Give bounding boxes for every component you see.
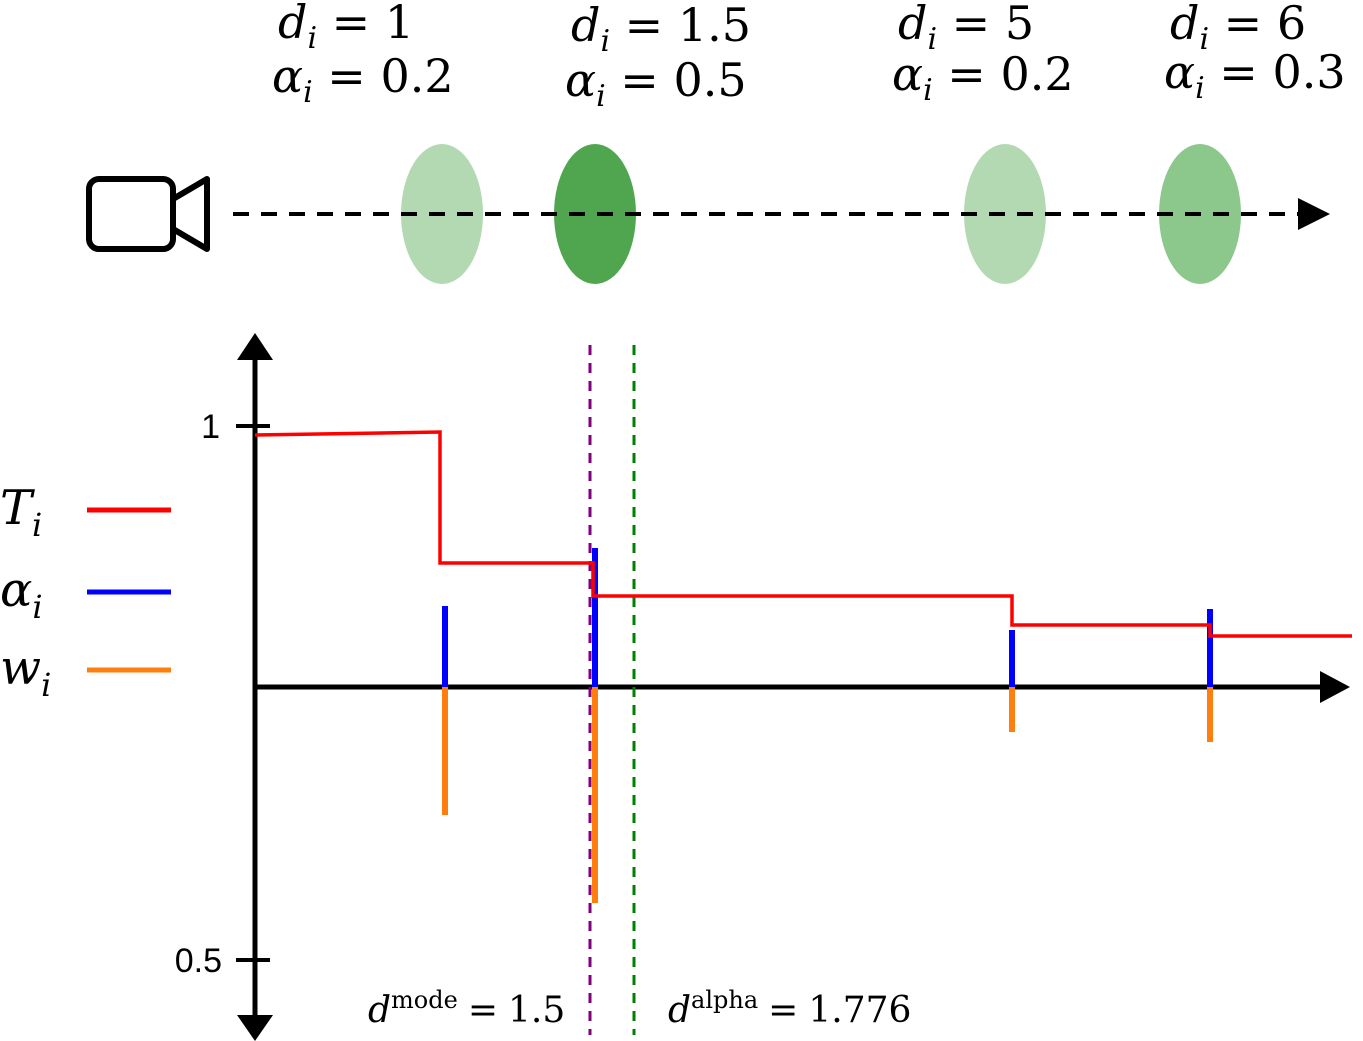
svg-text:dalpha=1.776: dalpha=1.776 [668, 986, 911, 1031]
x-axis-arrow-icon [1320, 671, 1350, 703]
weight-bars [442, 687, 1213, 903]
y-tick-label-1: 1 [201, 408, 220, 446]
y-axis-down-arrow-icon [237, 1015, 273, 1041]
depth-label-4: di = 6 [1170, 0, 1306, 57]
alpha-label-4: αi = 0.3 [1164, 45, 1346, 106]
ray-arrowhead-icon [1298, 198, 1330, 230]
alpha-label-1: αi = 0.2 [272, 49, 454, 110]
y-tick-label-0.5: 0.5 [175, 942, 222, 980]
depth-label-1: di = 1 [278, 0, 414, 56]
gaussian-2 [554, 144, 636, 284]
camera-ray [233, 198, 1330, 230]
transmittance-line [254, 430, 1352, 638]
legend-label-2: αi [0, 562, 43, 626]
alpha-annotation: dalpha=1.776 [668, 986, 911, 1031]
plot-axes [236, 333, 1350, 1041]
legend-label-1: Ti [0, 480, 42, 544]
depth-label-2: di = 1.5 [571, 0, 751, 59]
y-axis-up-arrow-icon [237, 333, 273, 360]
depth-label-3: di = 5 [898, 0, 1034, 57]
legend: Ti αi wi [0, 480, 171, 704]
alpha-label-2: αi = 0.5 [565, 53, 747, 114]
alpha-bars [442, 548, 1213, 687]
gaussians [401, 144, 1241, 284]
legend-label-3: wi [0, 640, 51, 704]
mode-annotation: dmode=1.5 [368, 986, 565, 1031]
camera-icon [86, 176, 210, 252]
alpha-label-3: αi = 0.2 [892, 47, 1074, 108]
gaussian-labels: di = 1αi = 0.2di = 1.5αi = 0.5di = 5αi =… [272, 0, 1346, 114]
svg-text:dmode=1.5: dmode=1.5 [368, 986, 565, 1031]
